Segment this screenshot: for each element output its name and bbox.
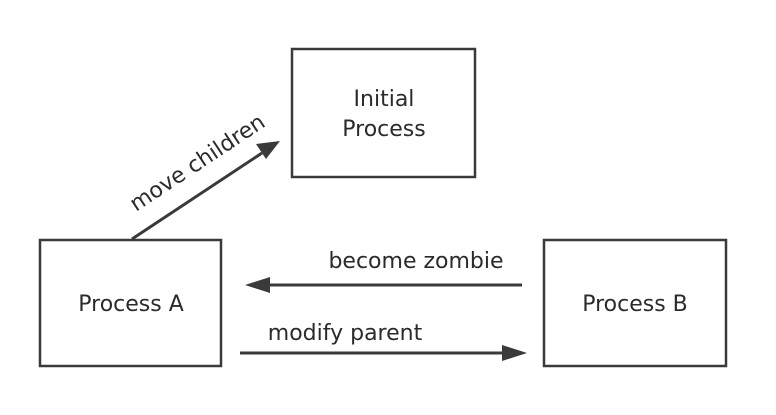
node-process-b-box (542, 238, 728, 368)
edge-modify-parent-arrowhead (502, 345, 527, 361)
node-process-a-box (38, 238, 223, 368)
node-process-b-label: Process B (582, 292, 688, 317)
edge-modify-parent: modify parent (240, 321, 527, 361)
node-initial-process-label-line1: Initial (354, 87, 415, 112)
node-initial-process: Initial Process (290, 47, 477, 179)
edge-become-zombie-label: become zombie (328, 249, 503, 274)
node-initial-process-box (290, 47, 477, 179)
edge-move-children-line (131, 151, 263, 241)
edge-move-children-arrowhead (256, 141, 280, 159)
edge-become-zombie: become zombie (245, 249, 522, 293)
edge-move-children: move children (126, 110, 280, 241)
node-process-a-label: Process A (78, 292, 184, 317)
node-process-b: Process B (542, 238, 728, 368)
node-initial-process-label-line2: Process (342, 117, 425, 142)
edge-modify-parent-label: modify parent (268, 321, 423, 346)
node-process-a: Process A (38, 238, 223, 368)
edge-become-zombie-arrowhead (245, 277, 270, 293)
